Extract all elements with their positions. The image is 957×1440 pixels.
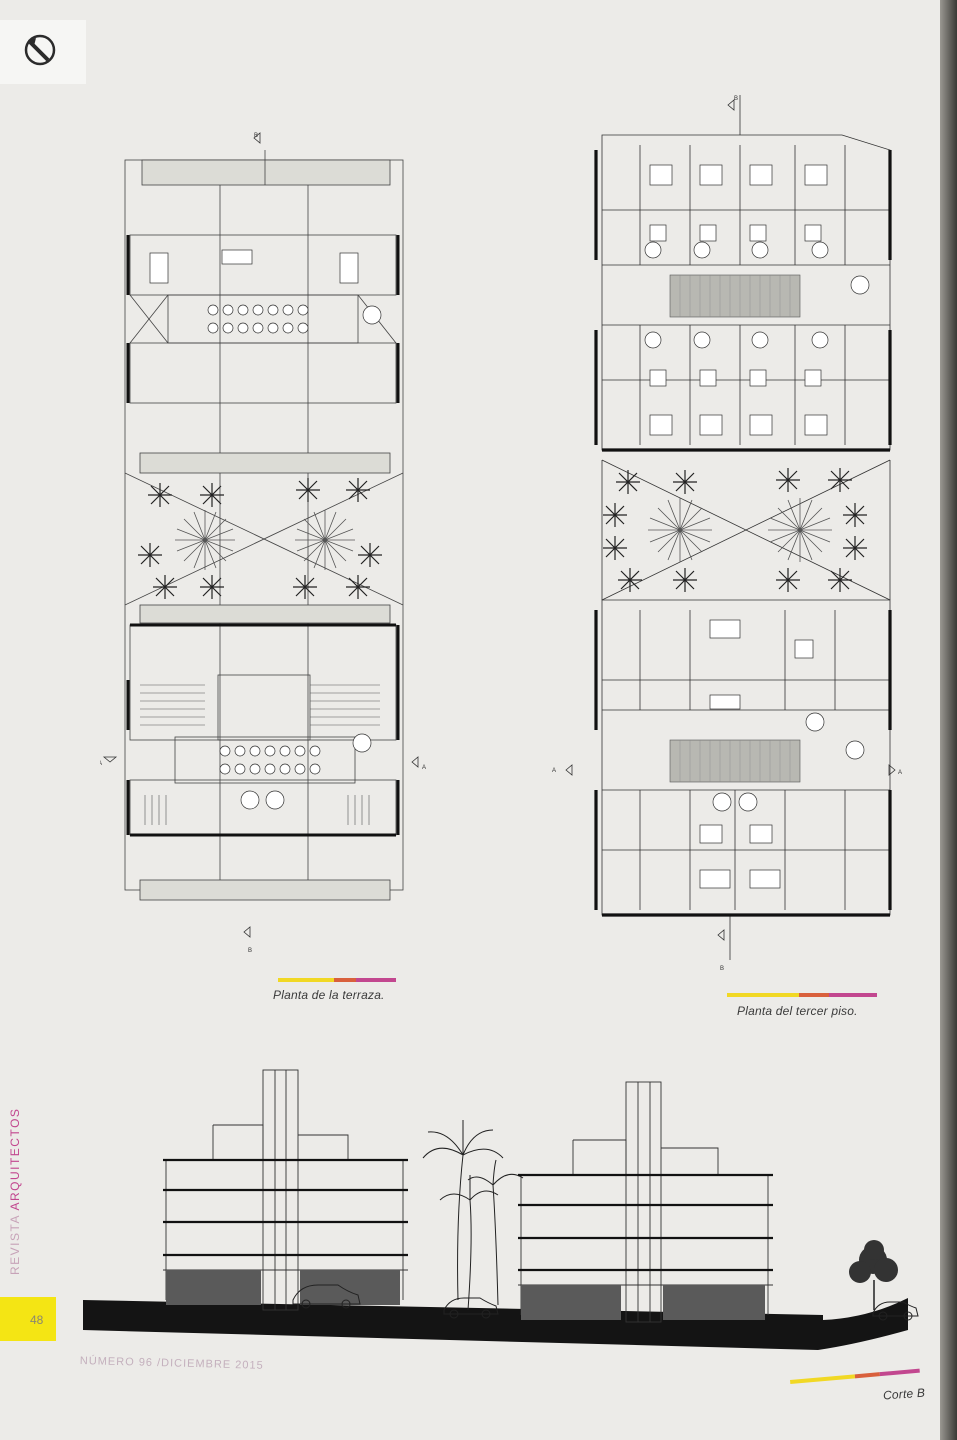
page-edge-shadow — [940, 0, 957, 1440]
floor-caption-bar — [727, 993, 877, 997]
page-number-tab — [0, 1297, 56, 1341]
terrace-cut-marker-right: A — [422, 765, 426, 771]
magazine-name: ARQUITECTOS — [8, 1107, 22, 1211]
terrace-cut-marker-left: A — [100, 761, 102, 767]
floor-cut-marker-right: A — [898, 770, 902, 776]
terrace-plan-drawing: B B A A — [100, 132, 426, 954]
logo-tab — [0, 20, 86, 84]
terrace-caption-bar — [278, 978, 396, 982]
terrace-section-marker-top: B — [254, 133, 258, 139]
section-caption: Corte B — [882, 1385, 926, 1403]
circle-slash-logo-icon — [24, 34, 56, 66]
floor-section-marker-bottom: B — [720, 966, 724, 972]
terrace-plan-caption: Planta de la terraza. — [273, 988, 385, 1002]
third-floor-plan-drawing: B B A A — [552, 95, 902, 972]
floor-section-marker-top: B — [734, 96, 738, 102]
floor-cut-marker-left: A — [552, 768, 556, 774]
magazine-vertical-title: REVISTA ARQUITECTOS — [8, 1025, 32, 1275]
page-number: 48 — [30, 1313, 44, 1327]
terrace-section-marker-bottom: B — [248, 948, 252, 954]
section-drawing — [83, 1069, 919, 1350]
third-floor-plan-caption: Planta del tercer piso. — [737, 1004, 858, 1018]
magazine-prefix: REVISTA — [8, 1210, 22, 1275]
